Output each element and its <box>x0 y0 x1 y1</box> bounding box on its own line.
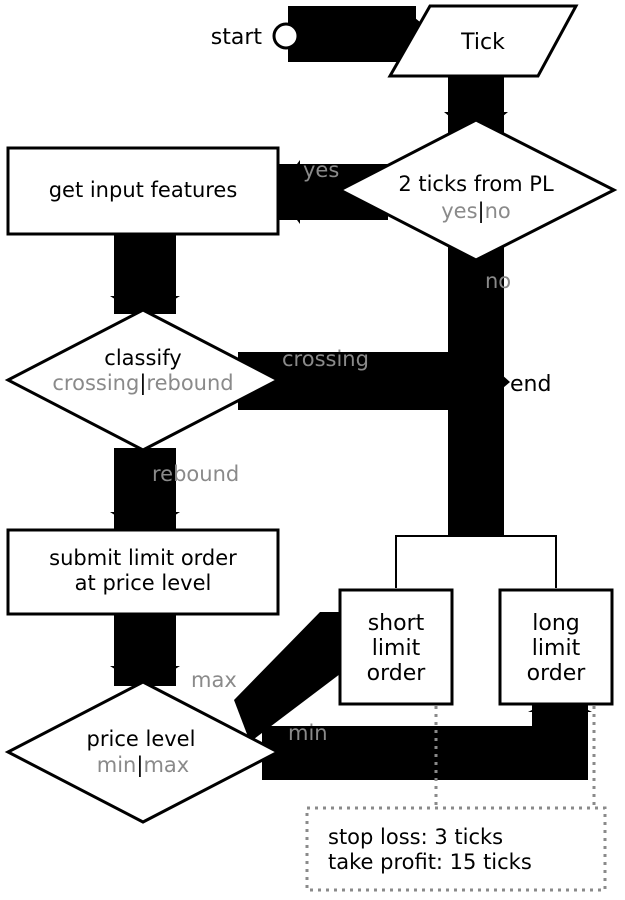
tick-label: Tick <box>460 30 505 55</box>
decision-pl-sep: | <box>478 199 485 224</box>
edge-label-yes: yes <box>303 158 339 182</box>
end-label: end <box>510 372 551 397</box>
decision-pl-shape <box>336 118 618 262</box>
classify-sep: | <box>139 371 146 396</box>
edge-max-to-short <box>234 612 340 742</box>
arrowhead-into-classify <box>110 296 180 318</box>
features-shape <box>6 146 280 236</box>
note-links <box>305 706 607 892</box>
classify-label: classify <box>104 346 181 370</box>
decision-pl-options: yes|no <box>441 199 511 224</box>
short-order-line1: short <box>368 611 425 636</box>
decision-pl-opt-no: no <box>485 199 511 223</box>
note-box <box>305 806 607 892</box>
arrowhead-into-submit <box>110 512 180 534</box>
edge-label-max: max <box>191 668 237 692</box>
classify-shape <box>4 308 282 452</box>
submit-line1: submit limit order <box>49 546 237 570</box>
tick-node: Tick <box>387 4 579 78</box>
start-label: start <box>211 25 263 50</box>
short-order-shape <box>338 588 454 706</box>
classify-opt-crossing: crossing <box>52 371 139 395</box>
long-order-line3: order <box>527 661 587 686</box>
edge-label-rebound: rebound <box>152 462 239 486</box>
short-order-line2: limit <box>372 636 421 661</box>
tick-shape <box>387 4 579 78</box>
decision-pl-node: 2 ticks from PL yes|no <box>336 118 618 262</box>
classify-options: crossing|rebound <box>52 371 233 396</box>
long-order-line1: long <box>532 611 579 636</box>
price-level-options: min|max <box>97 753 189 778</box>
submit-line2: at price level <box>75 571 212 595</box>
classify-opt-rebound: rebound <box>146 371 233 395</box>
classify-node: classify crossing|rebound <box>4 308 282 452</box>
submit-shape <box>6 528 280 616</box>
edge-label-crossing: crossing <box>282 347 369 371</box>
note: stop loss: 3 ticks take profit: 15 ticks <box>328 825 532 874</box>
price-level-opt-min: min <box>97 753 137 777</box>
note-line1: stop loss: 3 ticks <box>328 825 503 849</box>
decision-pl-opt-yes: yes <box>441 199 477 223</box>
start-circle <box>272 22 300 50</box>
arrowhead-into-price <box>110 666 180 688</box>
start-node: start <box>211 22 300 50</box>
submit-node: submit limit order at price level <box>6 528 280 616</box>
connectors <box>110 6 592 780</box>
decision-pl-label: 2 ticks from PL <box>398 172 554 196</box>
price-level-label: price level <box>87 727 196 751</box>
price-level-shape <box>4 680 282 824</box>
long-order-node: long limit order <box>498 588 614 706</box>
features-node: get input features <box>6 146 280 236</box>
short-order-node: short limit order <box>338 588 454 706</box>
arrowhead-into-features <box>276 160 300 224</box>
price-level-opt-max: max <box>143 753 189 777</box>
features-label: get input features <box>49 178 238 202</box>
edge-label-min: min <box>288 721 328 745</box>
arrowhead-into-end <box>470 346 510 416</box>
edge-label-no: no <box>485 269 511 293</box>
short-order-line3: order <box>367 661 427 686</box>
order-bracket <box>395 535 557 588</box>
long-order-shape <box>498 588 614 706</box>
long-order-line2: limit <box>532 636 581 661</box>
price-level-sep: | <box>136 753 143 778</box>
note-line2: take profit: 15 ticks <box>328 850 532 874</box>
edge-labels: yes no crossing rebound max min <box>152 158 511 745</box>
price-level-node: price level min|max <box>4 680 282 824</box>
edge-min-riser <box>532 704 588 780</box>
edge-start-to-tick <box>288 6 416 62</box>
